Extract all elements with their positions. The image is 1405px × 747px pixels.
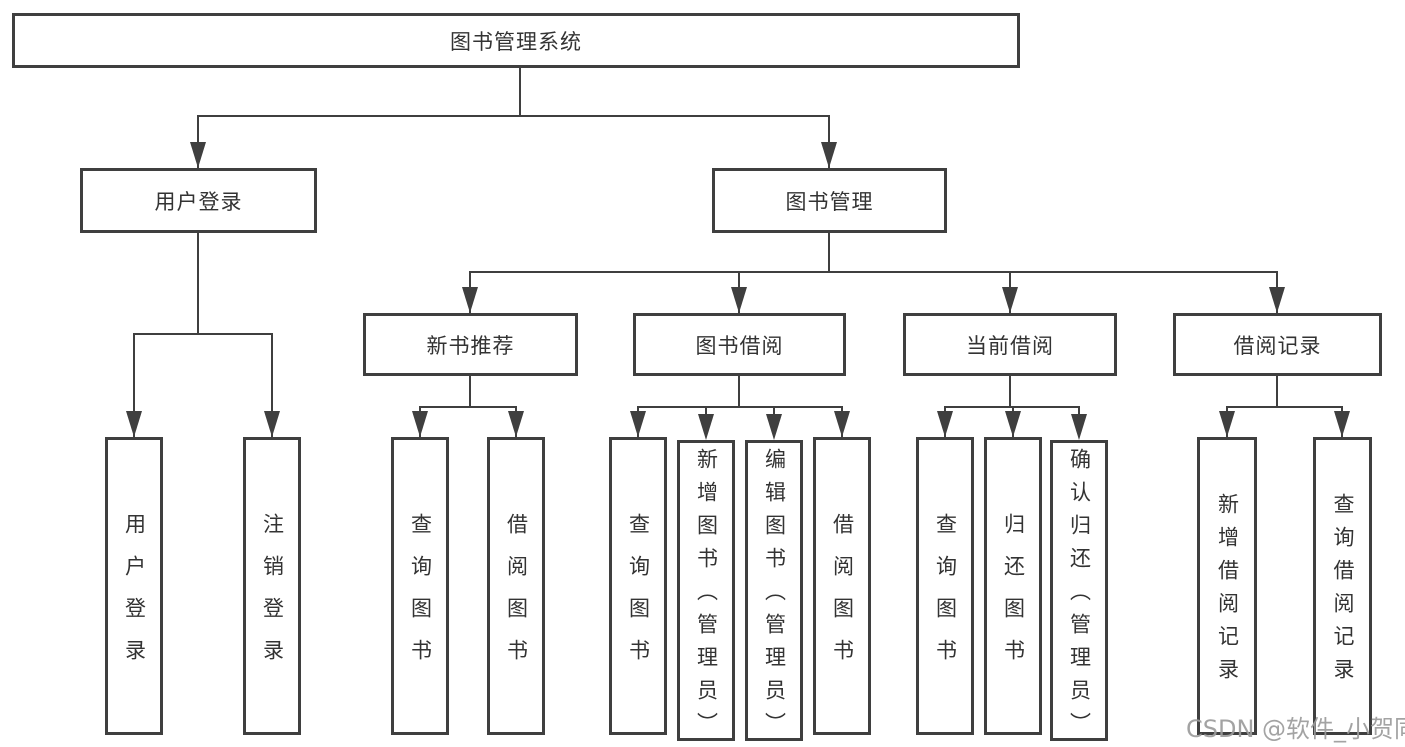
arrow-down-icon bbox=[264, 411, 280, 437]
leaf-bb-query-book-label: 查询图书 bbox=[626, 512, 651, 681]
leaf-user-login: 用户登录 bbox=[105, 437, 163, 735]
connector-line bbox=[519, 68, 521, 117]
node-user-login: 用户登录 bbox=[80, 168, 317, 233]
leaf-cb-confirm-return-label: 确认归还（管理员） bbox=[1067, 448, 1092, 745]
leaf-nb-borrow-book: 借阅图书 bbox=[487, 437, 545, 735]
node-new-book: 新书推荐 bbox=[363, 313, 578, 376]
leaf-bb-add-book: 新增图书（管理员） bbox=[677, 440, 735, 745]
arrow-down-icon bbox=[630, 411, 646, 437]
node-user-login-label: 用户登录 bbox=[154, 189, 243, 214]
leaf-br-query-record-label: 查询借阅记录 bbox=[1331, 493, 1355, 691]
leaf-cb-confirm-return: 确认归还（管理员） bbox=[1050, 440, 1108, 745]
arrow-down-icon bbox=[1219, 411, 1235, 437]
leaf-bb-add-book-label: 新增图书（管理员） bbox=[694, 448, 719, 745]
csdn-watermark: CSDN @软件_小贺同学 bbox=[1186, 715, 1405, 743]
arrow-down-icon bbox=[1334, 411, 1350, 437]
node-current-borrow-label: 当前借阅 bbox=[966, 333, 1054, 358]
connector-line bbox=[133, 333, 135, 437]
arrow-down-icon bbox=[462, 287, 478, 313]
connector-line bbox=[469, 376, 471, 408]
node-book-borrow: 图书借阅 bbox=[633, 313, 846, 376]
node-root: 图书管理系统 bbox=[12, 13, 1020, 68]
connector-line bbox=[1227, 406, 1342, 408]
node-root-label: 图书管理系统 bbox=[450, 29, 582, 54]
connector-line bbox=[271, 333, 273, 437]
arrow-down-icon bbox=[412, 411, 428, 437]
arrow-down-icon bbox=[821, 142, 837, 168]
node-current-borrow: 当前借阅 bbox=[903, 313, 1117, 376]
arrow-down-icon bbox=[126, 411, 142, 437]
connector-line bbox=[420, 406, 516, 408]
leaf-cb-query-book-label: 查询图书 bbox=[933, 512, 958, 681]
node-new-book-label: 新书推荐 bbox=[426, 333, 515, 358]
node-book-mgmt-label: 图书管理 bbox=[785, 189, 874, 214]
arrow-down-icon bbox=[508, 411, 524, 437]
connector-line bbox=[197, 115, 830, 117]
leaf-logout: 注销登录 bbox=[243, 437, 301, 735]
connector-line bbox=[470, 271, 1278, 273]
leaf-nb-borrow-book-label: 借阅图书 bbox=[504, 512, 529, 681]
arrow-down-icon bbox=[698, 414, 714, 440]
leaf-nb-query-book: 查询图书 bbox=[391, 437, 449, 735]
leaf-br-add-record-label: 新增借阅记录 bbox=[1215, 493, 1240, 691]
connector-line bbox=[738, 376, 740, 408]
node-book-borrow-label: 图书借阅 bbox=[695, 333, 784, 358]
leaf-bb-edit-book: 编辑图书（管理员） bbox=[745, 440, 803, 745]
leaf-logout-label: 注销登录 bbox=[260, 512, 285, 681]
arrow-down-icon bbox=[1269, 287, 1285, 313]
arrow-down-icon bbox=[1005, 411, 1021, 437]
leaf-br-query-record: 查询借阅记录 bbox=[1313, 437, 1372, 735]
leaf-nb-query-book-label: 查询图书 bbox=[408, 512, 433, 681]
connector-line bbox=[1276, 376, 1278, 408]
connector-line bbox=[828, 233, 830, 273]
leaf-bb-borrow-book-label: 借阅图书 bbox=[830, 512, 855, 681]
connector-line bbox=[197, 233, 199, 335]
connector-line bbox=[828, 115, 830, 168]
arrow-down-icon bbox=[190, 142, 206, 168]
arrow-down-icon bbox=[731, 287, 747, 313]
connector-line bbox=[638, 406, 842, 408]
leaf-br-add-record: 新增借阅记录 bbox=[1197, 437, 1257, 735]
connector-line bbox=[197, 115, 199, 168]
leaf-bb-borrow-book: 借阅图书 bbox=[813, 437, 871, 735]
leaf-user-login-label: 用户登录 bbox=[122, 512, 147, 681]
leaf-bb-edit-book-label: 编辑图书（管理员） bbox=[762, 448, 787, 745]
arrow-down-icon bbox=[834, 411, 850, 437]
arrow-down-icon bbox=[937, 411, 953, 437]
arrow-down-icon bbox=[1071, 414, 1087, 440]
node-book-mgmt: 图书管理 bbox=[712, 168, 947, 233]
connector-line bbox=[1009, 376, 1011, 408]
connector-line bbox=[133, 333, 273, 335]
leaf-cb-return-book-label: 归还图书 bbox=[1001, 512, 1026, 681]
node-borrow-record: 借阅记录 bbox=[1173, 313, 1382, 376]
arrow-down-icon bbox=[766, 414, 782, 440]
leaf-cb-return-book: 归还图书 bbox=[984, 437, 1042, 735]
node-borrow-record-label: 借阅记录 bbox=[1233, 333, 1322, 358]
leaf-cb-query-book: 查询图书 bbox=[916, 437, 974, 735]
leaf-bb-query-book: 查询图书 bbox=[609, 437, 667, 735]
arrow-down-icon bbox=[1002, 287, 1018, 313]
